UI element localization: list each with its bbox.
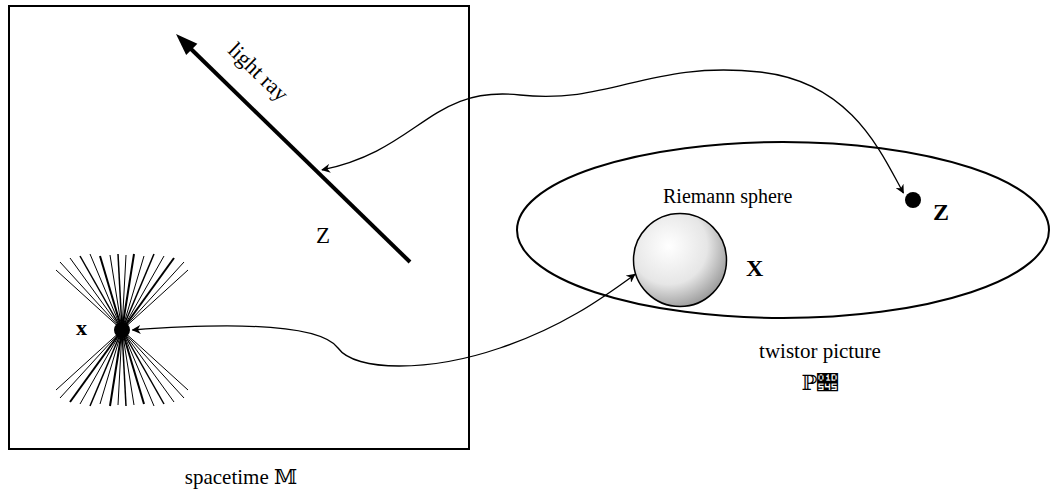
riemann-sphere: Riemann sphereX: [632, 212, 728, 308]
caption: spacetime 𝕄: [185, 465, 297, 490]
ray-label: light ray: [222, 37, 294, 107]
light-cone: [56, 254, 188, 406]
correspondence-arrow: [133, 274, 635, 366]
sphere-label: Riemann sphere: [663, 184, 792, 208]
event-point: x: [50, 250, 200, 410]
ellipse-outline: [515, 140, 1051, 320]
twistor-space: twistor picture ℙ𝕅Riemann sphereXZ: [515, 140, 1051, 320]
light-ray: light rayZ: [170, 30, 420, 275]
correspondence-arrow: [322, 70, 903, 193]
twistor-point: Z: [905, 192, 921, 208]
point-label: x: [76, 315, 87, 341]
spacetime-box: spacetime 𝕄light rayZx: [8, 5, 470, 450]
point-label: Z: [933, 198, 949, 227]
caption: twistor picture ℙ𝕅: [745, 336, 895, 399]
sphere-outline: [632, 212, 728, 308]
sphere-name: X: [746, 254, 763, 283]
light-ray-line: [176, 34, 410, 262]
ray-name: Z: [316, 222, 330, 250]
